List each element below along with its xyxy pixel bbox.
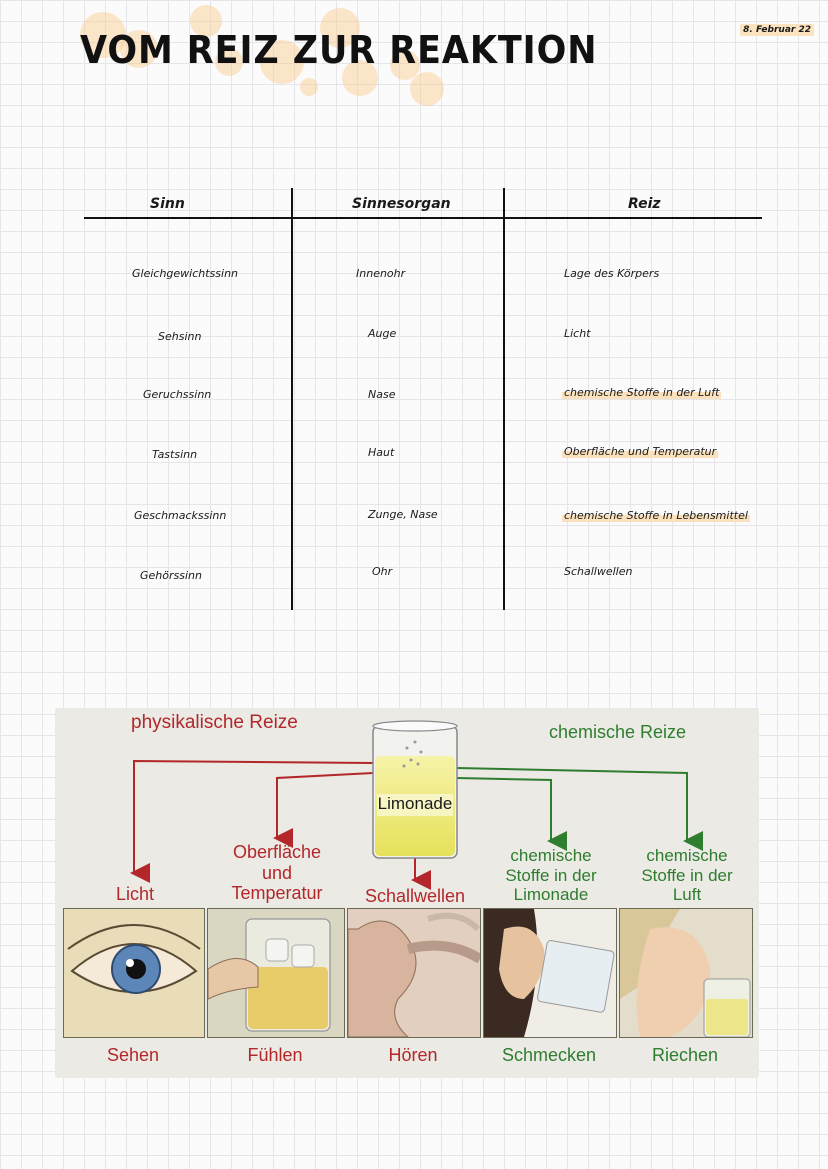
column-header-sinn: Sinn	[150, 196, 185, 212]
cell-organ: Auge	[368, 327, 397, 340]
cell-sinn: Geschmackssinn	[134, 509, 227, 522]
column-header-sinnesorgan: Sinnesorgan	[352, 196, 451, 212]
cell-organ: Nase	[368, 388, 396, 401]
stimulus-oberflaeche: Oberfläche und Temperatur	[231, 842, 323, 904]
stimuli-arrows	[130, 720, 703, 890]
cell-sinn: Gehörssinn	[140, 569, 202, 582]
touch-glass-image	[207, 908, 345, 1038]
stimulus-schallwellen: Schallwellen	[364, 886, 466, 906]
taste-image	[483, 908, 617, 1038]
chemical-stimuli-label: chemische Reize	[549, 722, 687, 742]
table-header-rule	[84, 217, 762, 219]
sense-riechen: Riechen	[651, 1045, 719, 1065]
glass-label: Limonade	[377, 794, 453, 813]
sense-schmecken: Schmecken	[501, 1045, 597, 1065]
stimulus-chem-limonade: chemische Stoffe in der Limonade	[505, 846, 597, 905]
stimuli-figure: physikalische Reize chemische Reize Limo…	[55, 708, 759, 1078]
table-column-divider	[503, 188, 505, 610]
page-title: VOM REIZ ZUR REAKTION	[80, 28, 598, 72]
cell-reiz: Licht	[564, 327, 591, 340]
cell-sinn: Gleichgewichtssinn	[132, 267, 239, 280]
ear-image	[347, 908, 481, 1038]
eye-image	[63, 908, 205, 1038]
cell-reiz: chemische Stoffe in Lebensmittel	[562, 509, 750, 522]
sense-sehen: Sehen	[106, 1045, 160, 1065]
sense-hoeren: Hören	[388, 1045, 438, 1065]
smell-image	[619, 908, 753, 1038]
cell-reiz: chemische Stoffe in der Luft	[562, 386, 722, 399]
column-header-reiz: Reiz	[628, 196, 661, 212]
cell-sinn: Sehsinn	[158, 330, 202, 343]
date-label: 8. Februar 22	[740, 24, 814, 36]
cell-organ: Ohr	[372, 565, 393, 578]
stimulus-chem-luft: chemische Stoffe in der Luft	[641, 846, 733, 905]
cell-organ: Haut	[368, 446, 395, 459]
cell-reiz: Oberfläche und Temperatur	[562, 445, 719, 458]
table-column-divider	[291, 188, 293, 610]
cell-reiz: Lage des Körpers	[564, 267, 660, 280]
cell-sinn: Tastsinn	[152, 448, 198, 461]
cell-organ: Zunge, Nase	[368, 508, 438, 521]
cell-reiz: Schallwellen	[564, 565, 633, 578]
sense-fuehlen: Fühlen	[247, 1045, 303, 1065]
physical-stimuli-label: physikalische Reize	[131, 712, 298, 733]
cell-sinn: Geruchssinn	[143, 388, 212, 401]
stimulus-licht: Licht	[115, 884, 155, 904]
cell-organ: Innenohr	[356, 267, 406, 280]
title-decoration	[60, 0, 480, 110]
